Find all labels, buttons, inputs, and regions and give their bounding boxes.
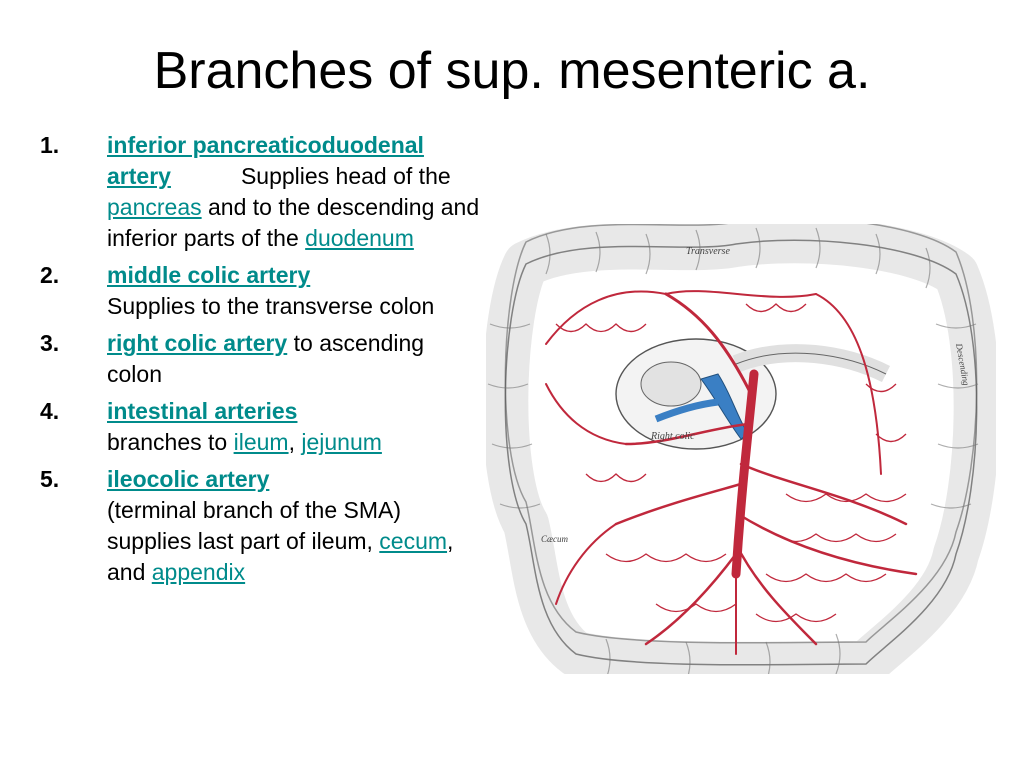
separator: , <box>288 429 302 455</box>
jejunum-link[interactable]: jejunum <box>301 429 382 455</box>
duodenum-link[interactable]: duodenum <box>305 225 414 251</box>
list-item: 5. ileocolic artery (terminal branch of … <box>40 464 480 588</box>
transverse-label: Transverse <box>686 246 730 257</box>
appendix-link[interactable]: appendix <box>151 559 246 585</box>
term-link[interactable]: ileocolic artery <box>107 466 270 492</box>
item-number: 5. <box>40 466 60 492</box>
description-text: , and <box>107 528 454 585</box>
description-text: Supplies head of the <box>240 163 451 189</box>
artery-branches <box>545 290 918 655</box>
list-item: 4. intestinal arteries branches to ileum… <box>40 396 480 458</box>
item-number: 1. <box>40 132 60 158</box>
pancreas-link[interactable]: pancreas <box>107 194 202 220</box>
list-item: 2. middle colic artery Supplies to the t… <box>40 260 480 322</box>
description-text: to ascending colon <box>107 330 425 387</box>
term-link[interactable]: intestinal arteries <box>107 398 298 424</box>
term-link[interactable]: middle colic artery <box>107 262 311 288</box>
mesenteric-artery-illustration: Transverse Right colic Descending Cæcum <box>486 224 996 674</box>
description-text: and to the descending and inferior parts… <box>107 194 480 251</box>
right-colic-label: Right colic <box>650 431 695 442</box>
item-number: 2. <box>40 262 60 288</box>
item-number: 3. <box>40 330 60 356</box>
term-link[interactable]: right colic artery <box>107 330 288 356</box>
description-text: Supplies to the transverse colon <box>107 293 435 319</box>
description-text: (terminal branch of the SMA) supplies la… <box>107 497 402 554</box>
description-text: branches to <box>107 429 234 455</box>
page-title: Branches of sup. mesenteric a. <box>153 42 871 100</box>
term-link[interactable]: inferior pancreaticoduodenal artery <box>107 132 424 189</box>
colon-outline <box>486 224 996 674</box>
item-number: 4. <box>40 398 60 424</box>
cecum-label: Cæcum <box>541 534 569 544</box>
cecum-link[interactable]: cecum <box>379 528 448 554</box>
list-item: 3. right colic artery to ascending colon <box>40 328 480 390</box>
ileum-link[interactable]: ileum <box>233 429 289 455</box>
